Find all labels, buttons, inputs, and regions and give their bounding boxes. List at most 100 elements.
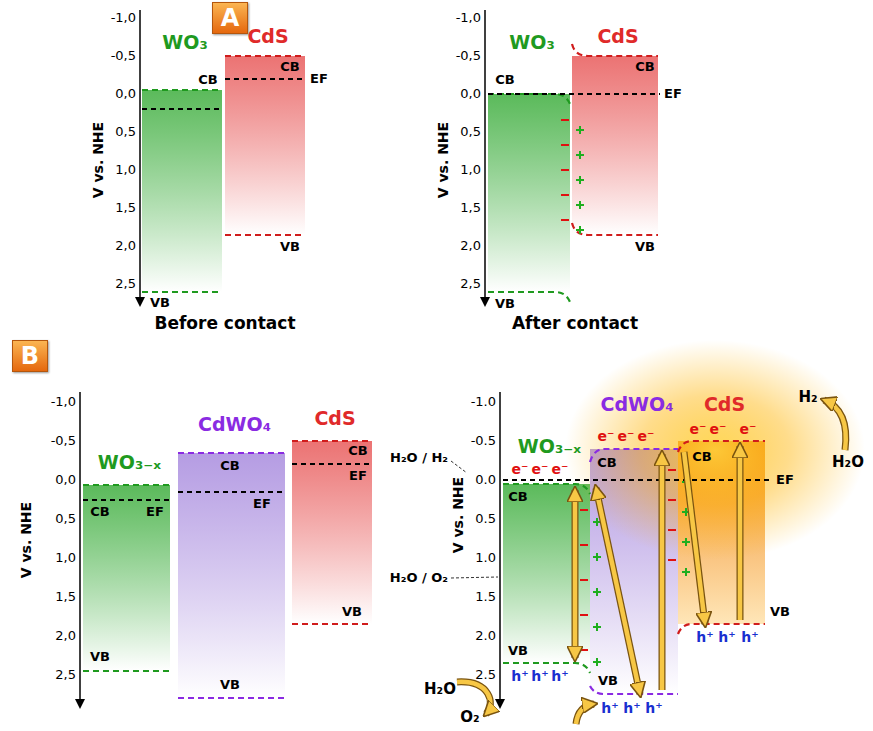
fermi-level xyxy=(488,93,660,95)
negative-charge xyxy=(668,529,676,531)
potential-axis xyxy=(484,10,486,302)
transfer-arrow-body xyxy=(596,488,640,694)
axis-tick-label: 0,5 xyxy=(460,125,481,140)
axis-tick-label: -0,5 xyxy=(111,49,136,64)
conduction-band-edge xyxy=(678,441,765,452)
band-fill xyxy=(572,56,658,235)
band-label: CB xyxy=(692,450,711,465)
axis-tick-label: 1,0 xyxy=(55,551,76,566)
axis-tick-label: 2.5 xyxy=(475,668,496,683)
material-name: CdWO₄ xyxy=(178,414,291,436)
band-label: VB xyxy=(508,644,528,659)
conduction-band-edge xyxy=(292,440,372,442)
positive-charge xyxy=(593,658,601,666)
axis-title: V vs. NHE xyxy=(450,477,466,553)
hole-label: h⁺ xyxy=(696,629,713,645)
band-label: CB xyxy=(220,459,239,474)
axis-tick-label: 2.0 xyxy=(475,629,496,644)
electron-label: e⁻ xyxy=(618,428,635,444)
negative-charge xyxy=(561,169,569,171)
transfer-arrow xyxy=(596,488,640,694)
band-label: VB xyxy=(90,650,110,665)
reaction-arrow-body xyxy=(824,400,846,450)
band-label: EF xyxy=(349,469,367,484)
conduction-band-edge xyxy=(142,89,222,91)
transfer-arrow-outline xyxy=(596,488,640,694)
reaction-arrow-outline xyxy=(576,704,594,724)
electron-label: e⁻ xyxy=(552,461,569,477)
axis-tick-label: 1,0 xyxy=(115,163,136,178)
positive-charge xyxy=(682,478,690,486)
positive-charge xyxy=(682,568,690,576)
positive-charge xyxy=(682,538,690,546)
positive-charge xyxy=(593,518,601,526)
negative-charge xyxy=(561,144,569,146)
material-name: CdWO₄ xyxy=(590,394,684,416)
electron-label: e⁻ xyxy=(532,461,549,477)
axis-title: V vs. NHE xyxy=(435,122,451,198)
valence-band-edge xyxy=(142,291,222,293)
positive-charge xyxy=(593,588,601,596)
band-label: VB xyxy=(342,605,362,620)
excitation-arrow-body xyxy=(660,454,665,690)
axis-tick-label: 1.5 xyxy=(475,590,496,605)
energy-band: WO₃ xyxy=(488,32,576,292)
band-edges xyxy=(80,10,770,704)
axis-tick-label: 0,5 xyxy=(55,512,76,527)
negative-charge xyxy=(580,579,588,581)
positive-charge xyxy=(576,226,584,234)
light-glow xyxy=(565,340,865,560)
axis-tick-label: -1.0 xyxy=(471,395,496,410)
band-fill xyxy=(292,441,372,624)
fermi-level xyxy=(225,78,305,80)
band-label: VB xyxy=(635,240,655,255)
conduction-band-edge xyxy=(83,484,170,486)
valence-band-edge xyxy=(178,697,285,699)
hole-label: h⁺ xyxy=(741,629,758,645)
axis-tick-label: 1,0 xyxy=(460,163,481,178)
fermi-level xyxy=(178,491,285,493)
panel-letter: B xyxy=(21,344,39,368)
axis-tick-label: -1,0 xyxy=(456,11,481,26)
band-fill xyxy=(178,453,285,698)
potential-axis xyxy=(139,10,141,302)
band-label: VB xyxy=(495,297,515,312)
panel-badge: B xyxy=(12,340,48,372)
electron-label: e⁻ xyxy=(740,421,757,437)
negative-charge xyxy=(668,559,676,561)
axis-tick-label: 1,5 xyxy=(460,201,481,216)
hole-label: h⁺ xyxy=(718,629,735,645)
negative-charge xyxy=(668,499,676,501)
material-name: CdS xyxy=(678,394,771,416)
negative-charge xyxy=(561,119,569,121)
axis-tick-label: 2,5 xyxy=(115,277,136,292)
hole-label: h⁺ xyxy=(623,700,640,716)
energy-band: CdS xyxy=(292,408,378,624)
reaction-arrow-body xyxy=(576,704,594,724)
electron-label: e⁻ xyxy=(598,428,615,444)
axis-tick-label: 2,0 xyxy=(55,629,76,644)
material-name: CdS xyxy=(225,26,311,48)
valence-band-edge xyxy=(83,670,170,672)
axis-tick-label: 2,0 xyxy=(115,239,136,254)
excitation-arrow xyxy=(662,454,663,690)
electron-label: e⁻ xyxy=(710,421,727,437)
hole-label: h⁺ xyxy=(511,668,528,684)
conduction-band-edge xyxy=(178,452,285,454)
band-label: H₂O / H₂ xyxy=(390,451,448,466)
band-label: CB xyxy=(635,60,654,75)
axis-title: V vs. NHE xyxy=(90,122,106,198)
band-label: EF xyxy=(253,497,271,512)
transfer-arrow-outline xyxy=(684,452,705,624)
fermi-level xyxy=(83,499,170,501)
axis-tick-label: 1,5 xyxy=(115,201,136,216)
axis-tick-label: 0,0 xyxy=(115,87,136,102)
band-fill xyxy=(225,56,305,235)
axis-tick-label: 0.0 xyxy=(475,473,496,488)
excitation-arrow-outline xyxy=(659,454,666,690)
negative-charge xyxy=(580,509,588,511)
band-label: CB xyxy=(280,60,299,75)
